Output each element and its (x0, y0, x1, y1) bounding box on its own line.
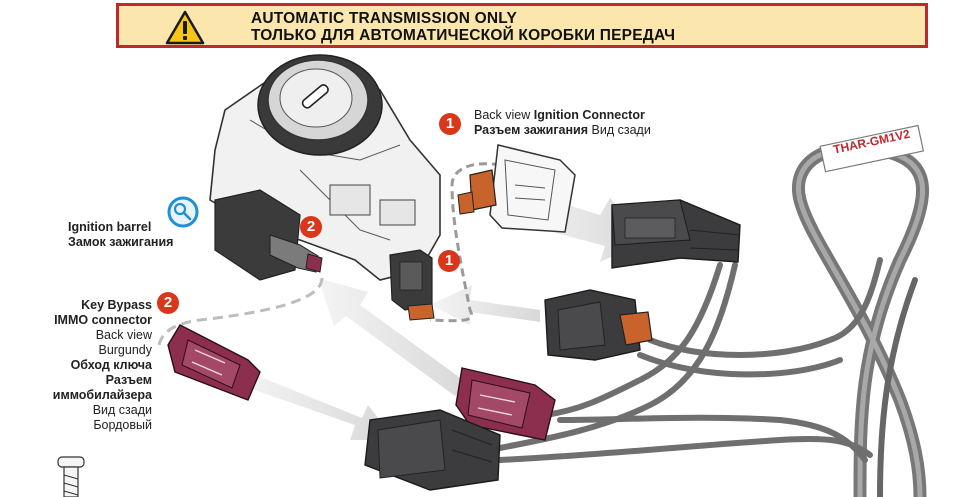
ignition-barrel-label-en: Ignition barrel (68, 220, 152, 234)
connector-marker-badge: 1 (438, 250, 460, 272)
ignition-connector-label-ru-bold: Разъем зажигания (474, 123, 589, 137)
arrow-harness-to-ignition (430, 285, 540, 325)
warning-triangle-icon (165, 10, 205, 45)
ignition-barrel-label-ru: Замок зажигания (68, 235, 174, 249)
key-bypass-label-line6: Разъем (105, 373, 152, 387)
key-bypass-label-line9: Бордовый (93, 418, 152, 432)
ignition-barrel-label: Ignition barrel Замок зажигания (68, 220, 173, 250)
ignition-barrel-assembly (209, 54, 441, 321)
banner-title-en: AUTOMATIC TRANSMISSION ONLY (251, 10, 518, 27)
barrel-marker-badge: 2 (300, 216, 322, 238)
key-bypass-label-line3: Back view (95, 328, 152, 342)
key-bypass-label-line4: Burgundy (98, 343, 152, 357)
key-bypass-label-line2: IMMO connector (54, 313, 152, 327)
key-bypass-label-line8: Вид сзади (92, 403, 152, 417)
ignition-connector-label-en-bold: Ignition Connector (533, 108, 645, 122)
key-bypass-number-badge: 2 (157, 292, 179, 314)
immo-connector-harness (455, 367, 556, 441)
immo-connector-outline (156, 277, 324, 351)
key-bypass-label-line5: Обход ключа (70, 358, 152, 372)
arrow-connector-to-barrel (318, 278, 470, 396)
ignition-connector-label: Back view Ignition Connector Разъем зажи… (474, 108, 651, 138)
harness-tag (819, 124, 925, 173)
immo-connector-left (167, 324, 261, 401)
harness-connector-main (611, 199, 741, 269)
magnifier-icon (167, 196, 199, 228)
key-bypass-label: Key Bypass IMMO connector Back view Burg… (20, 298, 152, 433)
ignition-connector-label-ru-plain: Вид сзади (588, 123, 651, 137)
arrow-immo-to-harness (240, 372, 395, 440)
ignition-connector-outline (429, 162, 501, 323)
warning-banner: AUTOMATIC TRANSMISSION ONLY ТОЛЬКО ДЛЯ А… (116, 3, 928, 48)
key-bypass-label-line1: Key Bypass (81, 298, 152, 312)
ignition-connector-number-badge: 1 (439, 113, 461, 135)
screw-icon (57, 456, 85, 497)
key-bypass-label-line7: иммобилайзера (52, 388, 152, 402)
ignition-connector-white (457, 144, 576, 233)
harness-connector-ignition (544, 289, 653, 361)
ignition-connector-label-en-plain: Back view (474, 108, 534, 122)
harness-connector-bottom (364, 409, 501, 491)
banner-title-ru: ТОЛЬКО ДЛЯ АВТОМАТИЧЕСКОЙ КОРОБКИ ПЕРЕДА… (251, 27, 676, 44)
